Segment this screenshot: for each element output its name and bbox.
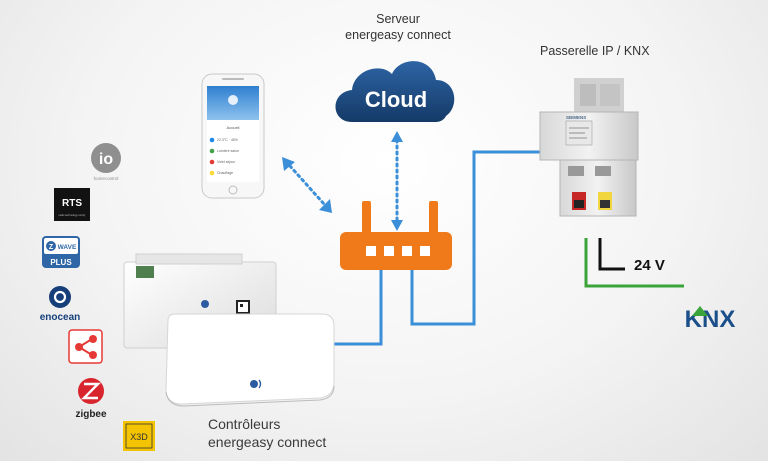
- cloud-icon: [335, 61, 455, 122]
- smartphone: [201, 73, 265, 199]
- server-title-line1: Serveur: [376, 12, 420, 26]
- router-gateway-wire: [410, 150, 543, 326]
- router-controllers-wire: [334, 270, 383, 346]
- enocean-logo: [49, 286, 71, 308]
- zigbee-logo-mark: zigbee: [75, 409, 107, 420]
- io-logo-caption: homecontrol: [94, 176, 119, 181]
- knx-gateway-device: [539, 78, 639, 217]
- phone-router-link: [282, 157, 332, 213]
- zigbee-logo: [78, 378, 104, 404]
- controllers-title: Contrôleurs energeasy connect: [208, 416, 326, 451]
- io-homecontrol-logo: [91, 143, 121, 173]
- server-title-line2: energeasy connect: [345, 27, 451, 42]
- phone-header: Accueil: [227, 125, 240, 130]
- cloud-label: Cloud: [365, 87, 427, 112]
- router-icon: [340, 201, 452, 270]
- phone-row: 22.3°C · 45%: [217, 138, 238, 142]
- voltage-label: 24 V: [634, 257, 665, 274]
- enocean-logo-mark: enocean: [40, 312, 81, 323]
- rts-logo: [54, 188, 90, 221]
- controllers-device: [123, 253, 335, 407]
- phone-row: Lumière salon: [217, 149, 239, 153]
- gateway-brand: SIEMENS: [566, 115, 586, 120]
- controllers-title-line1: Contrôleurs: [208, 416, 281, 432]
- cloud-router-link: [391, 131, 403, 231]
- io-logo-mark: io: [99, 151, 113, 168]
- knx-logo: KNX: [685, 306, 736, 333]
- phone-row: Chauffage: [217, 171, 233, 175]
- share-logo: [68, 329, 103, 364]
- controllers-title-line2: energeasy connect: [208, 433, 327, 450]
- zwave-plus-logo: [42, 236, 80, 268]
- rts-logo-caption: radio technology somfy: [59, 213, 86, 217]
- rts-logo-mark: RTS: [62, 198, 82, 209]
- server-title: Serveur energeasy connect: [318, 12, 478, 43]
- x3d-logo-mark: X3D: [130, 432, 148, 442]
- zwave-logo-mark: WAVE: [58, 244, 77, 251]
- zwave-logo-z: Z: [49, 244, 54, 251]
- bus-wiring: [584, 238, 684, 288]
- x3d-logo: [123, 421, 155, 451]
- gateway-title: Passerelle IP / KNX: [540, 44, 650, 58]
- phone-row: Volet séjour: [217, 160, 236, 164]
- zwave-logo-plus: PLUS: [50, 258, 72, 267]
